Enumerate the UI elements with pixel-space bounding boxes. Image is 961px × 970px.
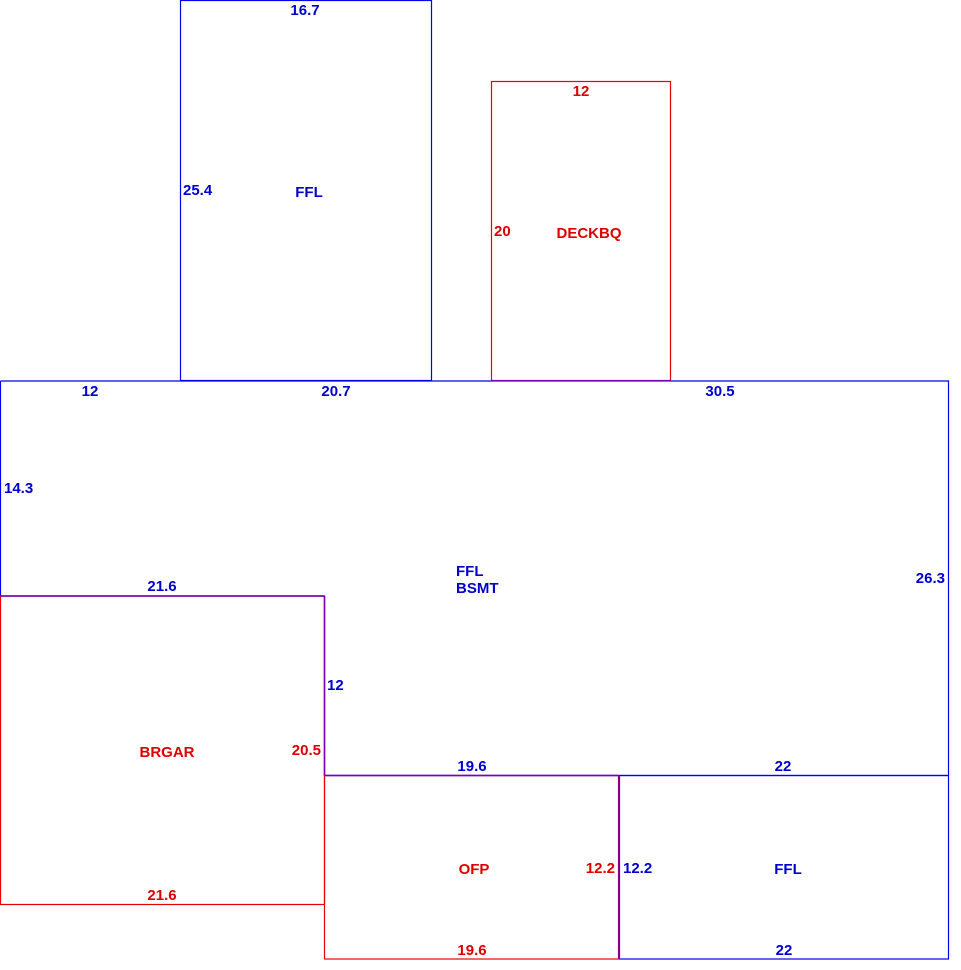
upper-ffl-side-dimension: 25.4	[183, 182, 213, 199]
main-label-bsmt: BSMT	[456, 580, 499, 597]
lower-ffl-side-dimension: 12.2	[623, 860, 652, 877]
main-label-ffl: FFL	[456, 563, 484, 580]
main-bottom-right-dimension: 22	[775, 758, 792, 775]
main-left-side-dimension: 14.3	[4, 480, 33, 497]
ofp-label: OFP	[459, 861, 490, 878]
upper-ffl-top-dimension: 16.7	[290, 2, 319, 19]
upper-ffl-label: FFL	[295, 184, 323, 201]
deckbq-side-dimension: 20	[494, 223, 511, 240]
main-right-side-dimension: 26.3	[916, 570, 945, 587]
brgar-side-dimension: 20.5	[292, 742, 321, 759]
main-inner-top-dimension: 21.6	[147, 578, 176, 595]
brgar-label: BRGAR	[140, 744, 195, 761]
lower-ffl-label: FFL	[774, 861, 802, 878]
main-inner-side-dimension: 12	[327, 677, 344, 694]
ofp-side-dimension: 12.2	[586, 860, 615, 877]
deckbq-label: DECKBQ	[556, 225, 621, 242]
main-top-right-dimension: 30.5	[705, 383, 734, 400]
main-bottom-middle-dimension: 19.6	[457, 758, 486, 775]
ofp-bottom-dimension: 19.6	[457, 942, 486, 959]
main-top-middle-dimension: 20.7	[321, 383, 350, 400]
brgar-bottom-dimension: 21.6	[147, 887, 176, 904]
lower-ffl-bottom-dimension: 22	[776, 942, 793, 959]
main-top-left-dimension: 12	[82, 383, 99, 400]
deckbq-top-dimension: 12	[573, 83, 590, 100]
